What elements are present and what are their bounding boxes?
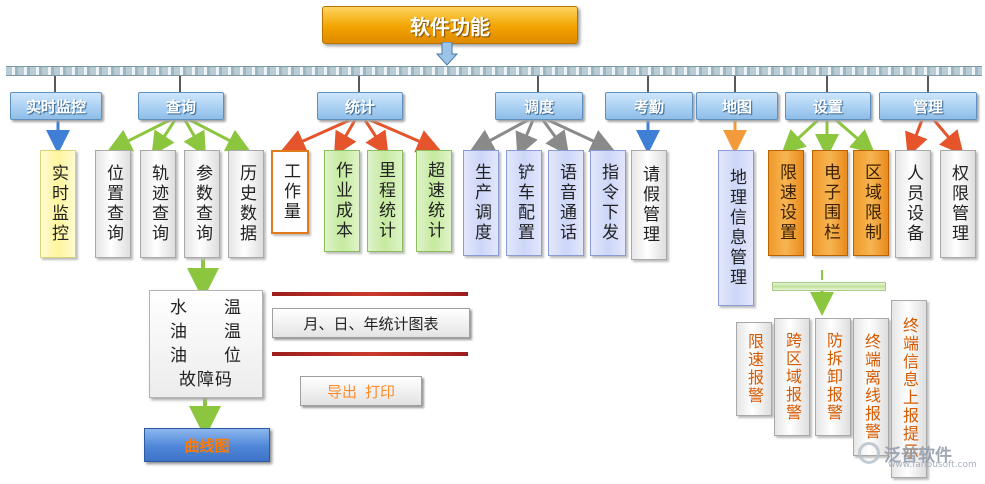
watermark-logo-icon [858,442,880,464]
alarm-tamper: 防拆卸报警 [815,318,851,436]
alarm-terminal-info-report: 终端信息上报提示 [891,300,927,478]
export-print-box: 导出 打印 [300,376,422,406]
alarm-connector-bar [772,282,886,291]
alarm-cross-area: 跨区域报警 [774,318,810,436]
detail-fault-code: 故障码 [179,370,233,390]
detail-row-water-temp: 水 温 [170,298,242,318]
detail-row-oil-level: 油 位 [170,346,242,366]
function-position-query: 位置查询 [95,150,131,258]
divider-bar [272,352,468,356]
function-speed-limit-setting: 限速设置 [768,150,804,256]
watermark-text: 泛普软件 [884,445,952,466]
category-manage: 管理 [879,92,977,120]
category-query: 查询 [138,92,224,120]
bar-drops [54,75,929,92]
print-label: 打印 [365,382,396,401]
function-area-restriction: 区域限制 [853,150,889,256]
function-realtime-monitor: 实时监控 [40,150,76,258]
category-stats: 统计 [317,92,403,120]
category-dispatch: 调度 [495,92,583,120]
function-leave-management: 请假管理 [631,150,667,260]
function-geofence: 电子围栏 [812,150,848,256]
function-production-dispatch: 生产调度 [463,150,499,256]
category-attendance: 考勤 [605,92,693,120]
category-settings: 设置 [785,92,871,120]
stats-report-box: 月、日、年统计图表 [272,308,470,338]
alarm-terminal-offline: 终端离线报警 [853,318,889,456]
function-mileage-stats: 里程统计 [367,150,403,252]
function-history-data: 历史数据 [228,150,264,258]
curve-chart-box: 曲线图 [144,428,270,462]
function-staff-equipment: 人员设备 [895,150,931,258]
divider-bar [272,292,468,296]
parameter-details-box: 水 温 油 温 油 位 故障码 [149,290,263,398]
function-loader-config: 铲车配置 [506,150,542,256]
function-permission-management: 权限管理 [940,150,976,258]
function-parameter-query: 参数查询 [184,150,220,258]
function-voice-call: 语音通话 [548,150,584,256]
watermark: 泛普软件 [858,438,980,468]
function-command-send: 指令下发 [590,150,626,256]
category-monitor: 实时监控 [10,92,102,120]
watermark-url: www.fanpusoft.com [888,460,977,470]
main-connector-bar [6,66,982,76]
function-workload: 工作量 [271,150,309,234]
function-track-query: 轨迹查询 [140,150,176,258]
export-label: 导出 [326,382,357,401]
function-geo-info-management: 地理信息管理 [718,150,754,306]
detail-row-oil-temp: 油 温 [170,322,242,342]
category-map: 地图 [696,92,778,120]
down-arrow-icon [436,42,458,66]
function-speeding-stats: 超速统计 [416,150,452,252]
function-job-cost: 作业成本 [324,150,360,252]
alarm-speed-limit: 限速报警 [736,322,772,416]
root-title: 软件功能 [322,6,578,44]
